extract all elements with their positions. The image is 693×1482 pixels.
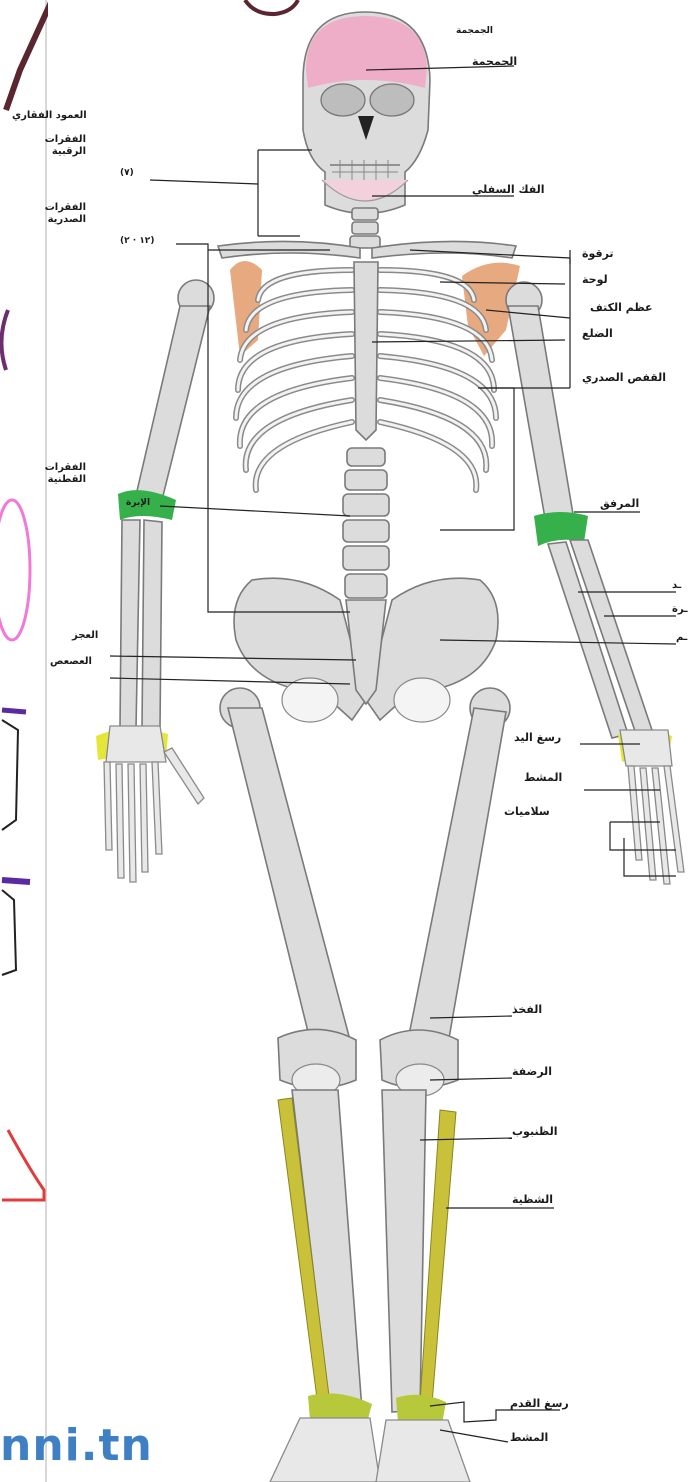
label-fibula: الشظية (512, 1194, 553, 1207)
label-patella: الرضفة (512, 1066, 552, 1079)
label-skull-group: الجمجمة (456, 26, 493, 36)
label-skull: الجمجمة (472, 56, 517, 69)
label-tibia: الظنبوب (512, 1126, 558, 1139)
label-lumbar-vertebrae: الفقرات القطنية (26, 462, 86, 485)
label-metacarpus: المشط (524, 772, 562, 785)
label-lumbar-small: الإبرة (126, 498, 150, 508)
clavicle-right (372, 241, 516, 258)
label-ribs: الضلع (582, 328, 613, 341)
label-phalanges: سلاميات (504, 806, 550, 819)
cervical-spine (350, 208, 380, 248)
skull (303, 12, 430, 214)
label-cervical-vertebrae: الفقرات الرقبية (26, 134, 86, 157)
label-vertebral-column: العمود الفقاري (12, 110, 87, 122)
label-clavicle: ترقوة (582, 248, 614, 261)
label-hip-cut: ـم (676, 632, 687, 644)
label-thoracic-count: (١٢ · ٢) (120, 236, 154, 246)
arm-left (96, 280, 214, 882)
label-cervical-count: (٧) (120, 168, 134, 178)
label-ribcage: القفص الصدري (582, 372, 666, 385)
label-humerus: عظم الكتف (590, 302, 653, 315)
label-elbow: المرفق (600, 498, 639, 511)
label-mandible: الفك السفلي (472, 184, 545, 197)
label-sacrum: العجز (72, 630, 98, 642)
label-carpus: رسغ اليد (514, 732, 561, 745)
lumbar-spine (343, 448, 389, 598)
label-scapula: لوحة (582, 274, 608, 287)
pelvis (234, 578, 498, 722)
label-ulna-cut: ـرة (672, 604, 688, 616)
label-radius-cut: ـد (672, 580, 681, 592)
label-femur: الفخذ (512, 1004, 542, 1017)
leg-right (376, 688, 510, 1482)
label-tarsus: رسغ القدم (510, 1398, 569, 1411)
label-thoracic-vertebrae: الفقرات الصدرية (26, 202, 86, 225)
label-foot-metatarsus: المشط (510, 1432, 548, 1445)
leg-left (220, 688, 380, 1482)
watermark: nni.tn (0, 1420, 153, 1471)
label-coccyx: العصعص (50, 656, 92, 668)
